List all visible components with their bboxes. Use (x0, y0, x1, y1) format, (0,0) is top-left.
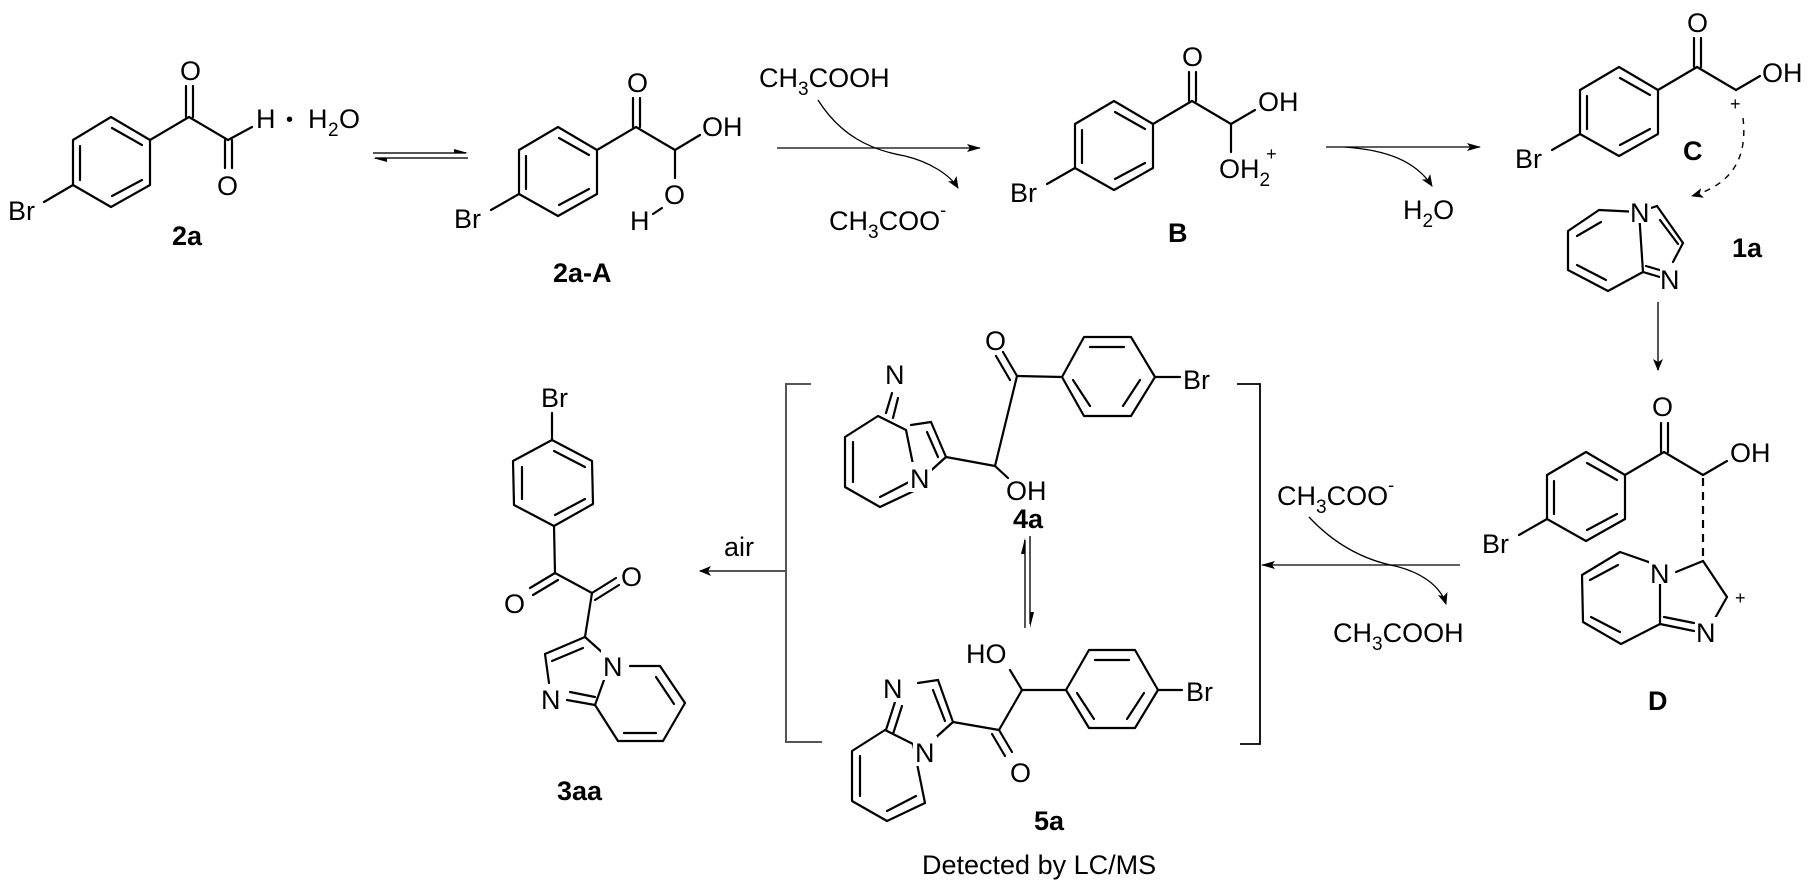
atom-o: O (627, 68, 648, 98)
compound-B: Br O OH OH2+ B (1010, 42, 1299, 248)
label-2a: 2a (172, 221, 203, 251)
water-o: O (339, 104, 360, 134)
atom-br: Br (1183, 365, 1210, 395)
atom-br: Br (1482, 529, 1509, 559)
atom-br: Br (1010, 178, 1037, 208)
reagent-acetate: CH3COO- (829, 200, 946, 243)
charge-plus: + (1730, 94, 1741, 114)
detection-note: Detected by LC/MS (922, 850, 1156, 880)
atom-oh: OH (1730, 438, 1771, 468)
atom-n: N (1660, 265, 1680, 295)
atom-o: O (180, 56, 201, 86)
compound-3aa: Br O O N N 3aa (504, 383, 687, 806)
atom-n: N (1696, 618, 1716, 648)
atom-br: Br (1186, 677, 1213, 707)
equilibrium-arrow (373, 149, 468, 162)
reaction-arrow-deprotonation: CH3COO- CH3COOH (1261, 475, 1464, 655)
atom-h: H (256, 104, 276, 134)
charge-plus: + (1735, 588, 1746, 608)
label-B: B (1168, 218, 1188, 248)
label-D: D (1648, 686, 1668, 716)
label-1a: 1a (1732, 233, 1763, 263)
atom-n: N (1650, 559, 1670, 589)
atom-n: N (541, 685, 561, 715)
water-sub: 2 (328, 120, 339, 141)
reagent-acetic-acid: CH3COOH (759, 63, 890, 100)
compound-1a: N N 1a (1566, 198, 1763, 295)
label-3aa: 3aa (557, 776, 603, 806)
atom-n: N (910, 464, 930, 494)
atom-n: N (915, 738, 935, 768)
label-5a: 5a (1034, 806, 1065, 836)
label-4a: 4a (1013, 504, 1044, 534)
compound-D: Br O OH N N + D (1482, 392, 1771, 716)
atom-o: O (1652, 392, 1673, 422)
atom-o: O (664, 180, 685, 210)
atom-n: N (883, 674, 903, 704)
reagent-water: H2O (1403, 195, 1454, 232)
atom-ho: HO (966, 639, 1007, 669)
atom-o: O (1010, 758, 1031, 788)
atom-oh: OH (1006, 476, 1047, 506)
atom-o: O (1687, 8, 1708, 38)
atom-h: H (630, 206, 650, 236)
bracket-right (1237, 383, 1261, 745)
atom-br: Br (454, 204, 481, 234)
compound-5a: N N O HO Br 5a Detected by LC/MS (850, 639, 1213, 880)
atom-oh: OH (1762, 58, 1803, 88)
atom-n: N (603, 652, 623, 682)
benzene-ring (71, 115, 152, 209)
compound-2a-A: Br O OH O H 2a-A (454, 68, 743, 288)
bracket-left (785, 383, 822, 743)
label-2a-A: 2a-A (553, 258, 612, 288)
water-h: H (308, 104, 328, 134)
atom-o: O (217, 171, 238, 201)
reaction-arrow-oxidation: air (699, 532, 786, 576)
compound-2a: Br O O H • H 2 O 2a (8, 56, 360, 251)
dot: • (286, 109, 293, 131)
reagent-acetic-acid: CH3COOH (1333, 618, 1464, 655)
atom-oh: OH (702, 112, 743, 142)
atom-br: Br (541, 383, 568, 413)
atom-oh2: OH2+ (1219, 144, 1277, 191)
equilibrium-arrow-vertical (1021, 536, 1034, 628)
atom-n: N (1630, 198, 1650, 228)
compound-4a: N N OH O Br 4a (843, 326, 1210, 534)
reaction-arrow-protonation: CH3COOH CH3COO- (759, 63, 981, 243)
atom-n: N (885, 360, 905, 390)
reaction-arrow-dehydration: H2O (1326, 143, 1481, 232)
atom-oh: OH (1258, 87, 1299, 117)
atom-br: Br (1515, 144, 1542, 174)
atom-o: O (1182, 42, 1203, 72)
atom-br: Br (8, 196, 35, 226)
atom-o: O (985, 326, 1006, 356)
atom-o: O (504, 589, 525, 619)
atom-o: O (621, 562, 642, 592)
compound-C: Br O OH + C (1515, 8, 1803, 198)
reagent-acetate: CH3COO- (1277, 475, 1394, 518)
reagent-air: air (724, 532, 754, 562)
label-C: C (1683, 136, 1703, 166)
